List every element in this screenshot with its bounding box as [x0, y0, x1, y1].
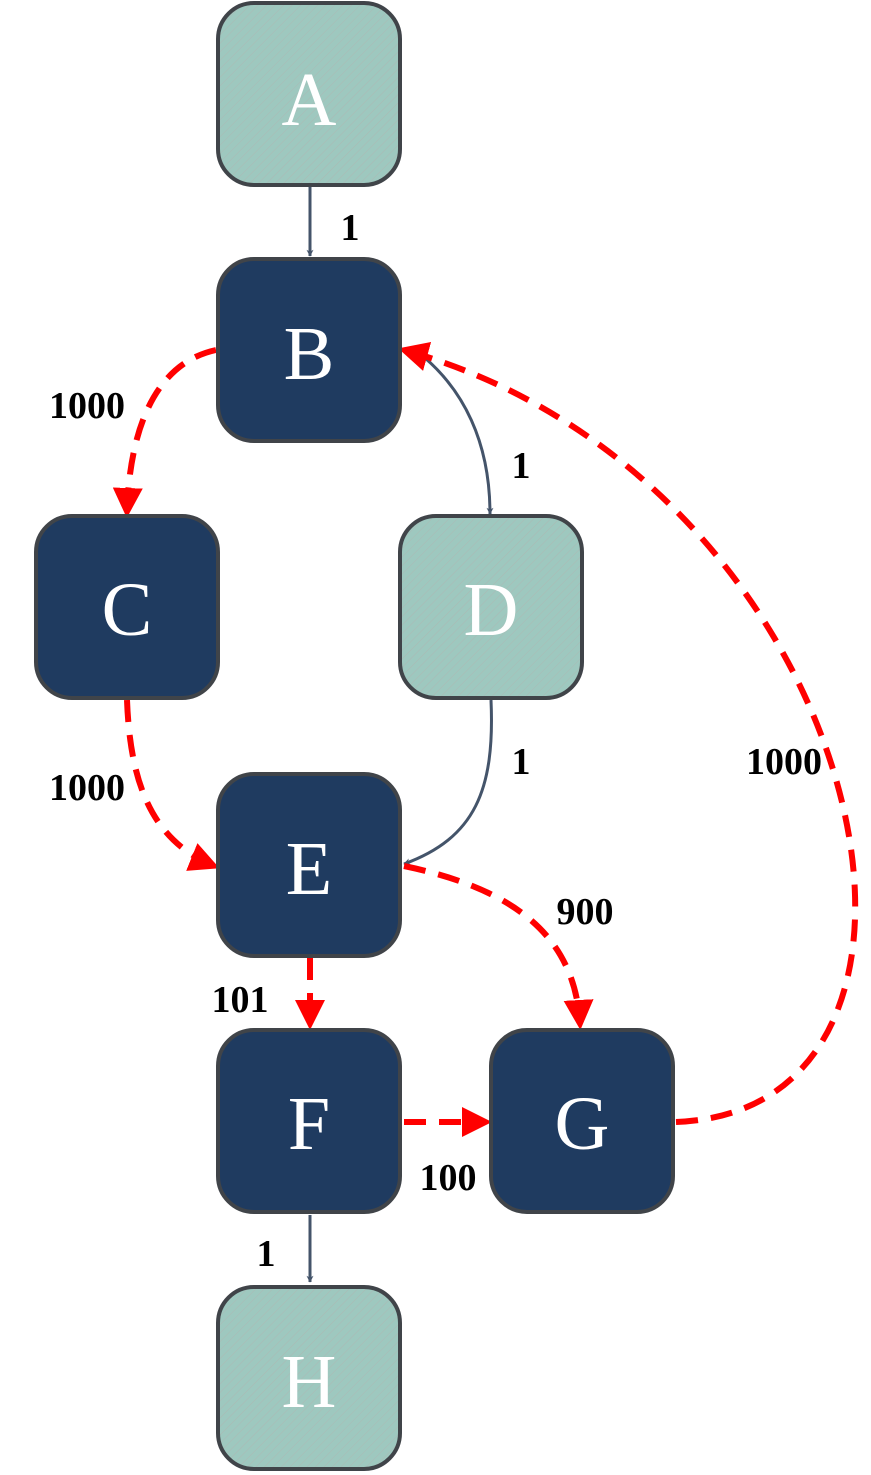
edge-label-e-g: 900 — [557, 891, 614, 933]
edges-layer — [112, 186, 859, 1283]
node-b[interactable]: B — [216, 257, 402, 443]
edge-b-c — [112, 347, 217, 518]
node-a[interactable]: A — [216, 1, 402, 187]
edge-e-g — [403, 863, 594, 1030]
node-label-h: H — [282, 1340, 337, 1424]
node-c[interactable]: C — [34, 514, 220, 700]
node-f[interactable]: F — [216, 1028, 402, 1214]
edge-label-f-g: 100 — [420, 1157, 477, 1199]
edge-b-d — [424, 356, 494, 515]
nodes-layer: A B C D E F G H — [34, 1, 675, 1471]
edge-label-e-f: 101 — [212, 979, 269, 1021]
edge-label-f-h: 1 — [257, 1233, 276, 1275]
node-label-b: B — [284, 312, 335, 396]
edge-label-c-e: 1000 — [49, 767, 125, 809]
node-label-f: F — [288, 1082, 330, 1166]
edge-label-a-b: 1 — [341, 207, 360, 249]
node-h[interactable]: H — [216, 1285, 402, 1471]
node-g[interactable]: G — [489, 1028, 675, 1214]
edge-g-b — [398, 342, 859, 1125]
node-d[interactable]: D — [398, 514, 584, 700]
edge-labels-layer: 1 1000 1 1000 1 1000 900 101 100 1 — [49, 207, 822, 1275]
node-label-d: D — [464, 568, 519, 652]
node-label-g: G — [555, 1082, 610, 1166]
node-label-a: A — [282, 58, 337, 142]
node-label-e: E — [286, 827, 332, 911]
node-e[interactable]: E — [216, 772, 402, 958]
edge-label-g-b: 1000 — [746, 741, 822, 783]
edge-d-e — [403, 699, 493, 866]
edge-label-b-c: 1000 — [49, 385, 125, 427]
edge-label-d-e: 1 — [512, 741, 531, 783]
edge-c-e — [124, 699, 220, 871]
node-label-c: C — [102, 568, 153, 652]
edge-label-b-d: 1 — [512, 445, 531, 487]
